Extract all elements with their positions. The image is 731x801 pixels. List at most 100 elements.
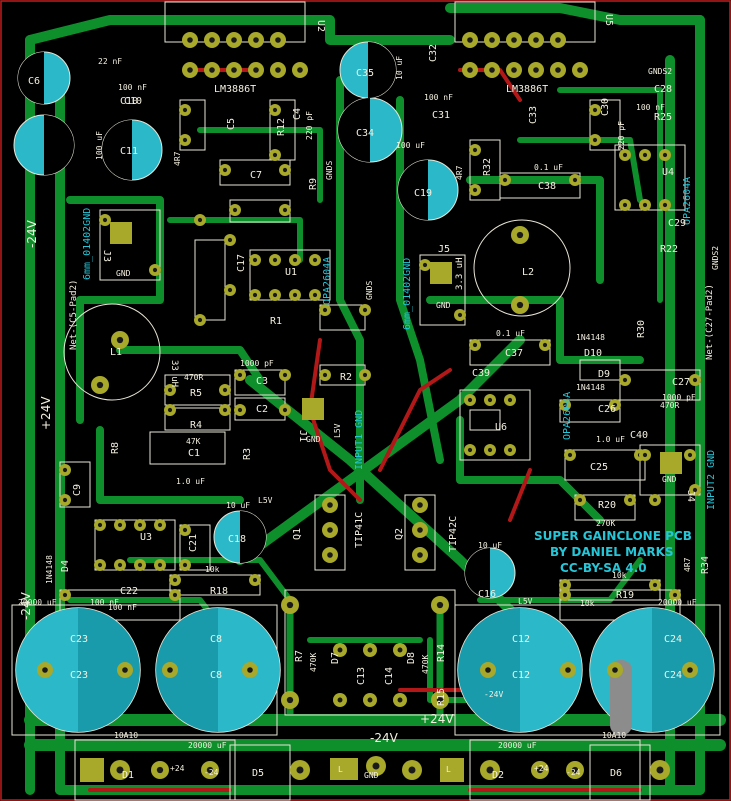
conn-ref-j1: J1 [297,430,308,442]
pad-drill-hole [209,67,215,73]
pad-drill-hole [533,37,539,43]
diode-part-d4: 1N4148 [45,555,54,584]
board-title-line-2: BY DANIEL MARKS [550,545,674,559]
ic-part-u4: OPA2604A [682,177,693,225]
pad-drill-hole [408,766,416,774]
cap-ref-c12: C12 [512,634,530,645]
pad-drill-hole [467,67,473,73]
silkscreen-text: -24V +24V +24V -24V -24V LM3886T LM3886T… [18,14,720,781]
pad-drill-hole [436,696,444,704]
pad-drill-hole [253,37,259,43]
jack-left: 6mm_01402GND [82,208,93,280]
res-val-r4: 47K [186,437,201,446]
diode-part-d6: 10A10 [602,731,626,740]
pad-drill-hole [116,336,124,344]
cap-ref-c12-2: C12 [512,670,530,681]
cap-val-c33: 10 uF [395,56,404,80]
cap-ref-c31: C31 [432,110,450,121]
cap-val-c27: 1000 pF [662,393,696,402]
cap-ref-c26: C26 [598,404,616,415]
pad-drill-hole [231,37,237,43]
pad-drill-hole [555,67,561,73]
pad-drill-hole [536,766,544,774]
pad-drill-hole [487,397,493,403]
res-ref-r15: R15 [436,688,447,706]
pad-drill-hole [577,67,583,73]
transistor-part-q2: TIP42C [448,516,459,552]
pad-drill-hole [622,152,628,158]
diode-part-d10: 1N4148 [576,333,605,342]
cap-ref-c40: C40 [630,430,648,441]
pad-drill-hole [502,177,508,183]
pad-drill-hole [567,452,573,458]
pad-drill-hole [275,67,281,73]
cap-ref-c23: C23 [70,634,88,645]
pad-drill-hole [562,402,568,408]
cap-val-c38: 0.1 uF [534,163,563,172]
pad-drill-hole [327,552,333,558]
pad-drill-hole [622,377,628,383]
transistor-part-q1: TIP41C [354,512,365,548]
res-ref-r25: R25 [654,112,672,123]
pad-drill-hole [172,592,178,598]
conn-gnd-center: GND [364,771,379,780]
cap-ref-c6: C6 [28,76,40,87]
pad-drill-hole [167,387,173,393]
cap-val-c12: 20000 uF [498,741,537,750]
conn-ref-j3: J3 [101,250,112,262]
res-ref-r14: R14 [436,644,447,662]
pad-drill-hole [652,582,658,588]
res-ref-r1: R1 [270,316,282,327]
pad-drill-hole [197,217,203,223]
cap-val-c11: 22 nF [98,57,122,66]
pad-drill-hole [117,562,123,568]
net-gnds2: GNDS2 [648,67,672,76]
pad-drill-hole [117,522,123,528]
cap-ref-c18: C18 [228,534,246,545]
pad-drill-hole [292,292,298,298]
pad-drill-hole [152,267,158,273]
pad-drill-hole [222,387,228,393]
pad-drill-hole [272,257,278,263]
ic-part-u1: OPA2604A [322,257,333,305]
net-gnds2-vert: GNDS2 [711,246,720,270]
cap-ref-c3: C3 [256,376,268,387]
pad-drill-hole [62,497,68,503]
net-c27-pad2: Net-(C27-Pad2) [705,284,715,360]
cap-ref-c34: C34 [356,128,374,139]
pad-drill-hole [182,137,188,143]
cap-ref-c37: C37 [505,348,523,359]
res-ref-r3: R3 [242,448,253,460]
pad-drill-hole [516,301,524,309]
pad-drill-hole [282,207,288,213]
cap-ref-c19: C19 [414,188,432,199]
pad-drill-hole [282,167,288,173]
pad-drill-hole [96,381,104,389]
pad-drill-hole [206,766,214,774]
conn-gnd-j4: GND [662,475,677,484]
conn-gnd-j3: GND [116,269,131,278]
cap-ref-c10: C10 [120,96,138,107]
rail-l5v-right: L5V [518,597,533,606]
inductor-ref-l1: L1 [110,347,122,358]
conn-minus24-left: -24 [204,768,219,777]
pad-drill-hole [687,452,693,458]
rail-label-minus-left: -24V [25,219,39,248]
pad-drill-hole [327,502,333,508]
net-c5-pad2: Net-(C5-Pad2) [69,280,79,350]
conn-l-left: L [338,765,343,774]
pad-drill-hole [486,766,494,774]
rail-l5v-mid: L5V [333,423,342,438]
conn-plus24-right: +24 [534,764,549,773]
cap-val-c31: 100 nF [424,93,453,102]
cap-ref-c32: C32 [428,44,439,62]
conn-minus24-right: -24 [566,768,581,777]
pad-drill-hole [337,647,343,653]
transistor-ref-q1: Q1 [292,528,303,540]
pad-drill-hole [337,697,343,703]
res-ref-r5: R5 [190,388,202,399]
cap-ref-c4: C4 [292,108,303,120]
res-ref-r12: R12 [276,118,287,136]
cap-ref-c24: C24 [664,634,682,645]
